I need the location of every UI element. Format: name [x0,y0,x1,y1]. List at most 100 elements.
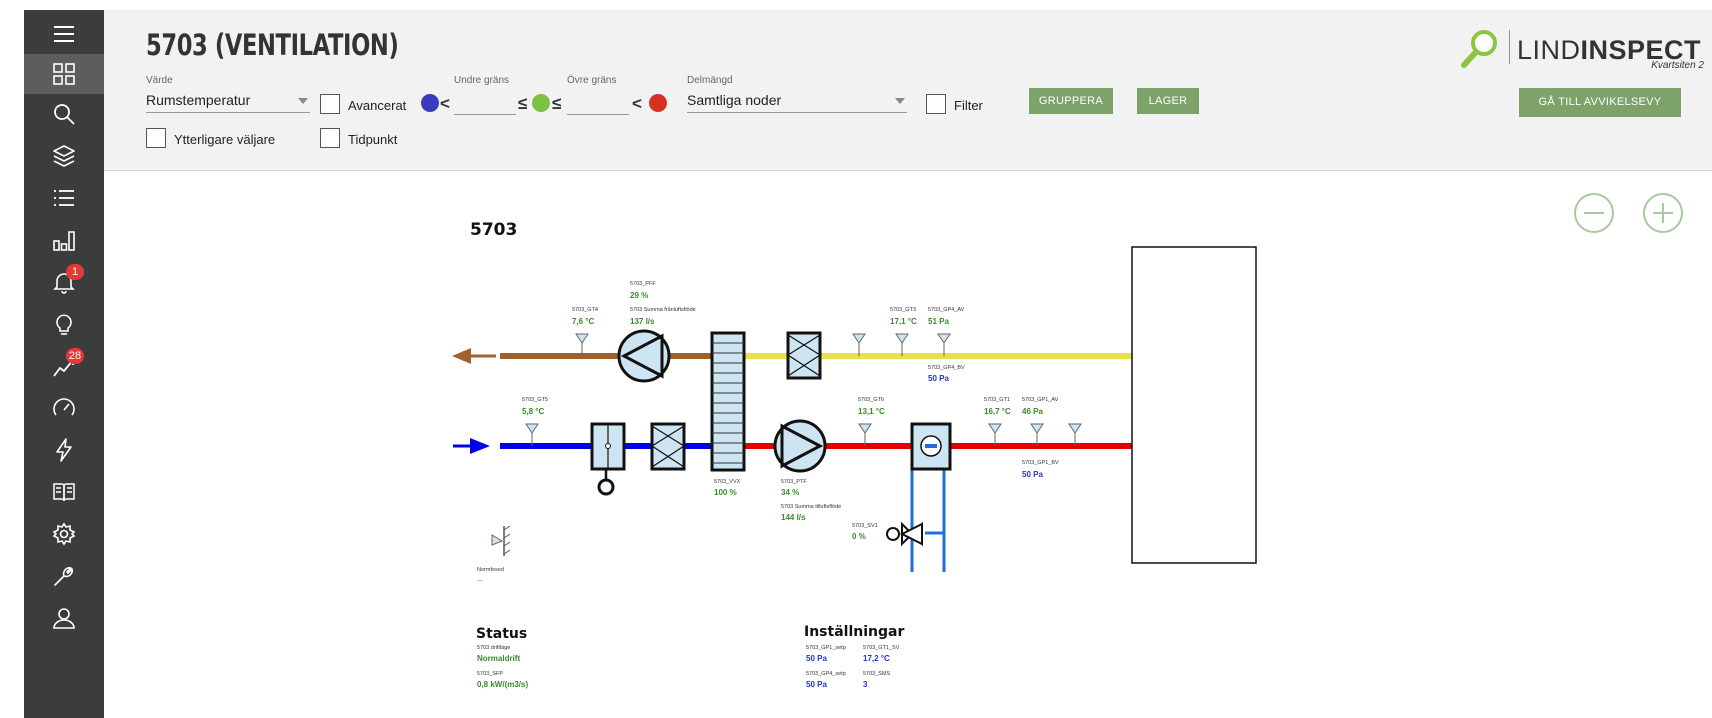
gruppera-button[interactable]: GRUPPERA [1029,88,1113,114]
wrench-icon [54,567,73,586]
delmangd-select[interactable]: Samtliga noder [687,90,907,113]
sensor-name: 5703_GP4_AV [928,307,965,313]
sidebar-item-profile[interactable] [24,598,104,638]
sensor-name: 5703_GP1_BV [1022,460,1059,466]
sensor-pin-gt6[interactable] [858,423,872,446]
lightning-icon [56,438,72,462]
ovre-grans-input[interactable] [567,92,629,115]
sensor-name: 5703_GP4_BV [928,365,965,371]
exhaust-fan-icon [617,329,671,383]
sidebar-item-dashboard[interactable] [24,54,104,94]
delmangd-value: Samtliga noder [687,92,782,108]
page-title: 5703 (VENTILATION) [146,28,399,62]
heating-coil-icon [910,422,952,471]
avancerat-label: Avancerat [348,98,407,113]
intake-arrow [470,438,490,454]
sensor-value: 5,8 °C [522,407,545,416]
toolbar: 5703 (VENTILATION) Värde Rumstemperatur … [104,10,1712,171]
bar-chart-icon [53,231,75,251]
alarms-badge: 1 [66,264,84,280]
sensor-pin-gt4[interactable] [575,333,589,356]
low-limit-dot [421,94,439,112]
sidebar-item-reports[interactable] [24,220,104,260]
goto-avvikelsevy-button[interactable]: GÅ TILL AVVIKELSEVY [1519,88,1681,117]
sidebar-item-docs[interactable] [24,472,104,512]
tidpunkt-label: Tidpunkt [348,132,398,147]
damper-icon [590,422,626,496]
magnifier-logo-icon [1461,30,1497,68]
sensor-value: 17,1 °C [890,317,917,326]
sidebar-item-list[interactable] [24,178,104,218]
diagram-title: 5703 [470,220,517,240]
trends-badge: 28 [66,348,84,364]
sidebar-item-alarms[interactable]: 1 [24,262,104,302]
sensor-value: 16,7 °C [984,407,1011,416]
sensor-pin-gt3a[interactable] [852,333,866,356]
sensor-value: 29 % [630,291,648,300]
building-box [1131,246,1257,564]
sensor-pin-gp1[interactable] [1030,423,1044,446]
status-value: Normaldrift [477,654,520,663]
zoom-in-button[interactable] [1643,193,1683,233]
lightbulb-icon [56,314,72,335]
sensor-value: 144 l/s [781,513,806,522]
mid-limit-dot [532,94,550,112]
setting-name: 5703_GT1_SV [863,645,900,651]
sidebar-item-gauge[interactable] [24,388,104,428]
ytterligare-checkbox[interactable] [146,128,166,148]
supply-fan-icon [773,419,827,473]
status-value: 0,8 kW/(m3/s) [477,680,528,689]
tidpunkt-checkbox[interactable] [320,128,340,148]
ovre-grans-label: Övre gräns [567,75,617,86]
sensor-pin-gt5[interactable] [525,423,539,446]
avancerat-checkbox[interactable] [320,94,340,114]
delmangd-label: Delmängd [687,75,733,86]
sidebar-item-layers[interactable] [24,136,104,176]
sensor-name: 5703_GT1 [984,397,1010,403]
sensor-name: 5703_PFF [630,281,656,287]
high-limit-dot [649,94,667,112]
sidebar-item-settings[interactable] [24,514,104,554]
sensor-value: 137 l/s [630,317,655,326]
sensor-value: 46 Pa [1022,407,1043,416]
setting-value: 50 Pa [806,654,827,663]
sensor-value: --- [477,578,483,584]
sidebar-item-ideas[interactable] [24,304,104,344]
sensor-pin-gp4[interactable] [937,333,951,356]
filter-checkbox[interactable] [926,94,946,114]
menu-button[interactable] [24,14,104,54]
ytterligare-label: Ytterligare väljare [174,132,276,147]
sensor-pin-gp1b[interactable] [1068,423,1082,446]
sensor-pin-gt3[interactable] [895,333,909,356]
user-icon [53,608,75,629]
sensor-value: 13,1 °C [858,407,885,416]
undre-grans-input[interactable] [454,92,516,115]
zoom-out-button[interactable] [1574,193,1614,233]
list-icon [54,190,74,206]
sidebar-item-trends[interactable]: 28 [24,346,104,386]
sidebar-item-tools[interactable] [24,556,104,596]
exhaust-arrow [452,348,471,364]
outdoor-sensor-icon [491,525,511,556]
sidebar-item-search[interactable] [24,94,104,134]
sensor-name: Normfesed [477,567,504,573]
less-than-symbol-2: < [632,94,642,113]
sensor-name: 5703_PTF [781,479,807,485]
gear-icon [52,522,76,546]
site-name: Kvartsiten 2 [1651,60,1704,71]
sensor-pin-gt1[interactable] [988,423,1002,446]
lager-button[interactable]: LAGER [1137,88,1199,114]
sidebar-item-energy[interactable] [24,430,104,470]
sensor-name: 5703_GT4 [572,307,598,313]
undre-grans-label: Undre gräns [454,75,510,86]
status-name: 5703 driftläge [477,645,510,651]
less-than-symbol: < [440,94,450,113]
varde-label: Värde [146,75,173,86]
logo-bold: INSPECT [1580,35,1702,65]
sensor-name: 5703_GT6 [858,397,884,403]
sensor-name: 5703_GT5 [522,397,548,403]
varde-select[interactable]: Rumstemperatur [146,90,310,113]
sensor-name: 5703_GT3 [890,307,916,313]
status-heading: Status [476,626,527,642]
